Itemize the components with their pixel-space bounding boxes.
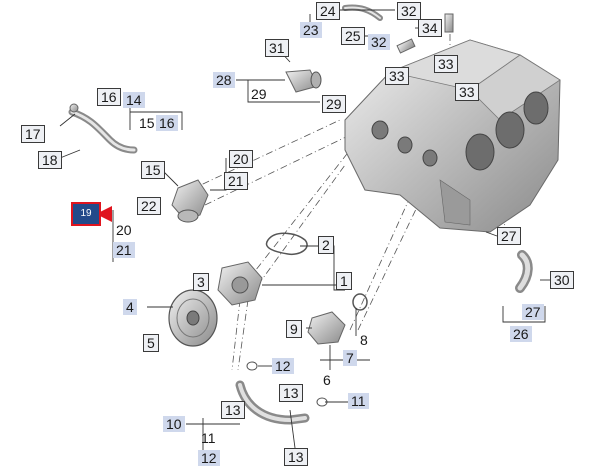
callout-29[interactable]: 29 <box>322 95 346 113</box>
callout-33[interactable]: 33 <box>434 55 458 73</box>
callout-3[interactable]: 3 <box>193 273 209 291</box>
callout-16[interactable]: 16 <box>97 88 121 106</box>
callout-2[interactable]: 2 <box>318 236 334 254</box>
elbow-pipe-30 <box>515 250 533 293</box>
callout-28[interactable]: 28 <box>213 72 235 88</box>
callout-13[interactable]: 13 <box>284 448 308 466</box>
callout-22[interactable]: 22 <box>137 197 161 215</box>
coolant-connector-31 <box>285 69 322 93</box>
callout-32[interactable]: 32 <box>397 2 421 20</box>
callout-27[interactable]: 27 <box>497 227 521 245</box>
gasket-2 <box>265 232 308 256</box>
callout-20[interactable]: 20 <box>116 222 132 238</box>
callout-27[interactable]: 27 <box>522 304 544 320</box>
pulley <box>168 289 218 347</box>
callout-5[interactable]: 5 <box>143 334 159 352</box>
callout-8[interactable]: 8 <box>360 332 368 348</box>
callout-20[interactable]: 20 <box>229 150 253 168</box>
callout-10[interactable]: 10 <box>163 416 185 432</box>
callout-32[interactable]: 32 <box>368 34 390 50</box>
callout-4[interactable]: 4 <box>123 299 137 315</box>
oring-8 <box>352 293 368 311</box>
callout-11[interactable]: 11 <box>201 430 216 446</box>
callout-33[interactable]: 33 <box>455 83 479 101</box>
callout-12[interactable]: 12 <box>198 450 220 466</box>
callout-34[interactable]: 34 <box>418 19 442 37</box>
callout-15[interactable]: 15 <box>141 161 165 179</box>
callout-21[interactable]: 21 <box>224 172 248 190</box>
callout-12[interactable]: 12 <box>272 358 294 374</box>
coolant-flange-9 <box>307 311 346 345</box>
water-pump <box>217 261 263 306</box>
callout-9[interactable]: 9 <box>286 320 302 338</box>
coolant-pipe-lower <box>235 380 310 425</box>
callout-18[interactable]: 18 <box>38 151 62 169</box>
callout-31[interactable]: 31 <box>265 39 289 57</box>
thermostat-housing <box>171 179 209 223</box>
engine-block <box>344 39 561 233</box>
callout-17[interactable]: 17 <box>21 125 45 143</box>
callout-29[interactable]: 29 <box>251 86 267 102</box>
callout-24[interactable]: 24 <box>316 2 340 20</box>
callout-13[interactable]: 13 <box>221 401 245 419</box>
callout-6[interactable]: 6 <box>323 372 331 388</box>
callout-13[interactable]: 13 <box>279 384 303 402</box>
callout-16[interactable]: 16 <box>156 115 178 131</box>
callout-15[interactable]: 15 <box>139 115 155 131</box>
sensor-parts <box>396 13 454 54</box>
callout-26[interactable]: 26 <box>510 326 532 342</box>
callout-33[interactable]: 33 <box>385 67 409 85</box>
callout-23[interactable]: 23 <box>300 22 322 38</box>
coolant-pipe-upper <box>68 103 138 154</box>
callout-14[interactable]: 14 <box>123 92 145 108</box>
callout-30[interactable]: 30 <box>550 271 574 289</box>
coolant-pipe-top <box>342 4 383 21</box>
callout-21[interactable]: 21 <box>113 242 135 258</box>
callout-25[interactable]: 25 <box>341 27 365 45</box>
callout-1[interactable]: 1 <box>336 272 352 290</box>
callout-11[interactable]: 11 <box>348 393 369 409</box>
highlighted-part-19-callout[interactable]: 19 <box>71 202 101 226</box>
callout-7[interactable]: 7 <box>343 350 357 366</box>
